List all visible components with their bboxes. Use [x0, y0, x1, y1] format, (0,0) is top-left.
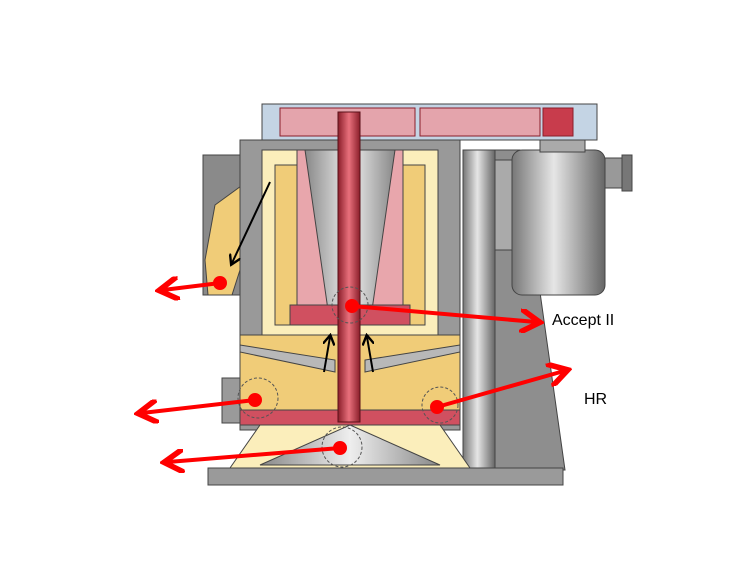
motor — [494, 137, 633, 296]
hr-outlet-ring — [421, 386, 459, 424]
rotor-shaft — [337, 111, 361, 423]
internal-flow-arrows — [232, 181, 373, 373]
belt-cover — [261, 103, 598, 141]
accept-ii-label: Accept II — [552, 312, 615, 329]
hr-label: HR — [584, 391, 608, 408]
outlet-flow-arrows — [142, 276, 564, 462]
accept-outlet-ring — [331, 286, 369, 324]
bottom-outlet-ring — [321, 426, 363, 468]
outlet-ring-left — [237, 377, 279, 419]
